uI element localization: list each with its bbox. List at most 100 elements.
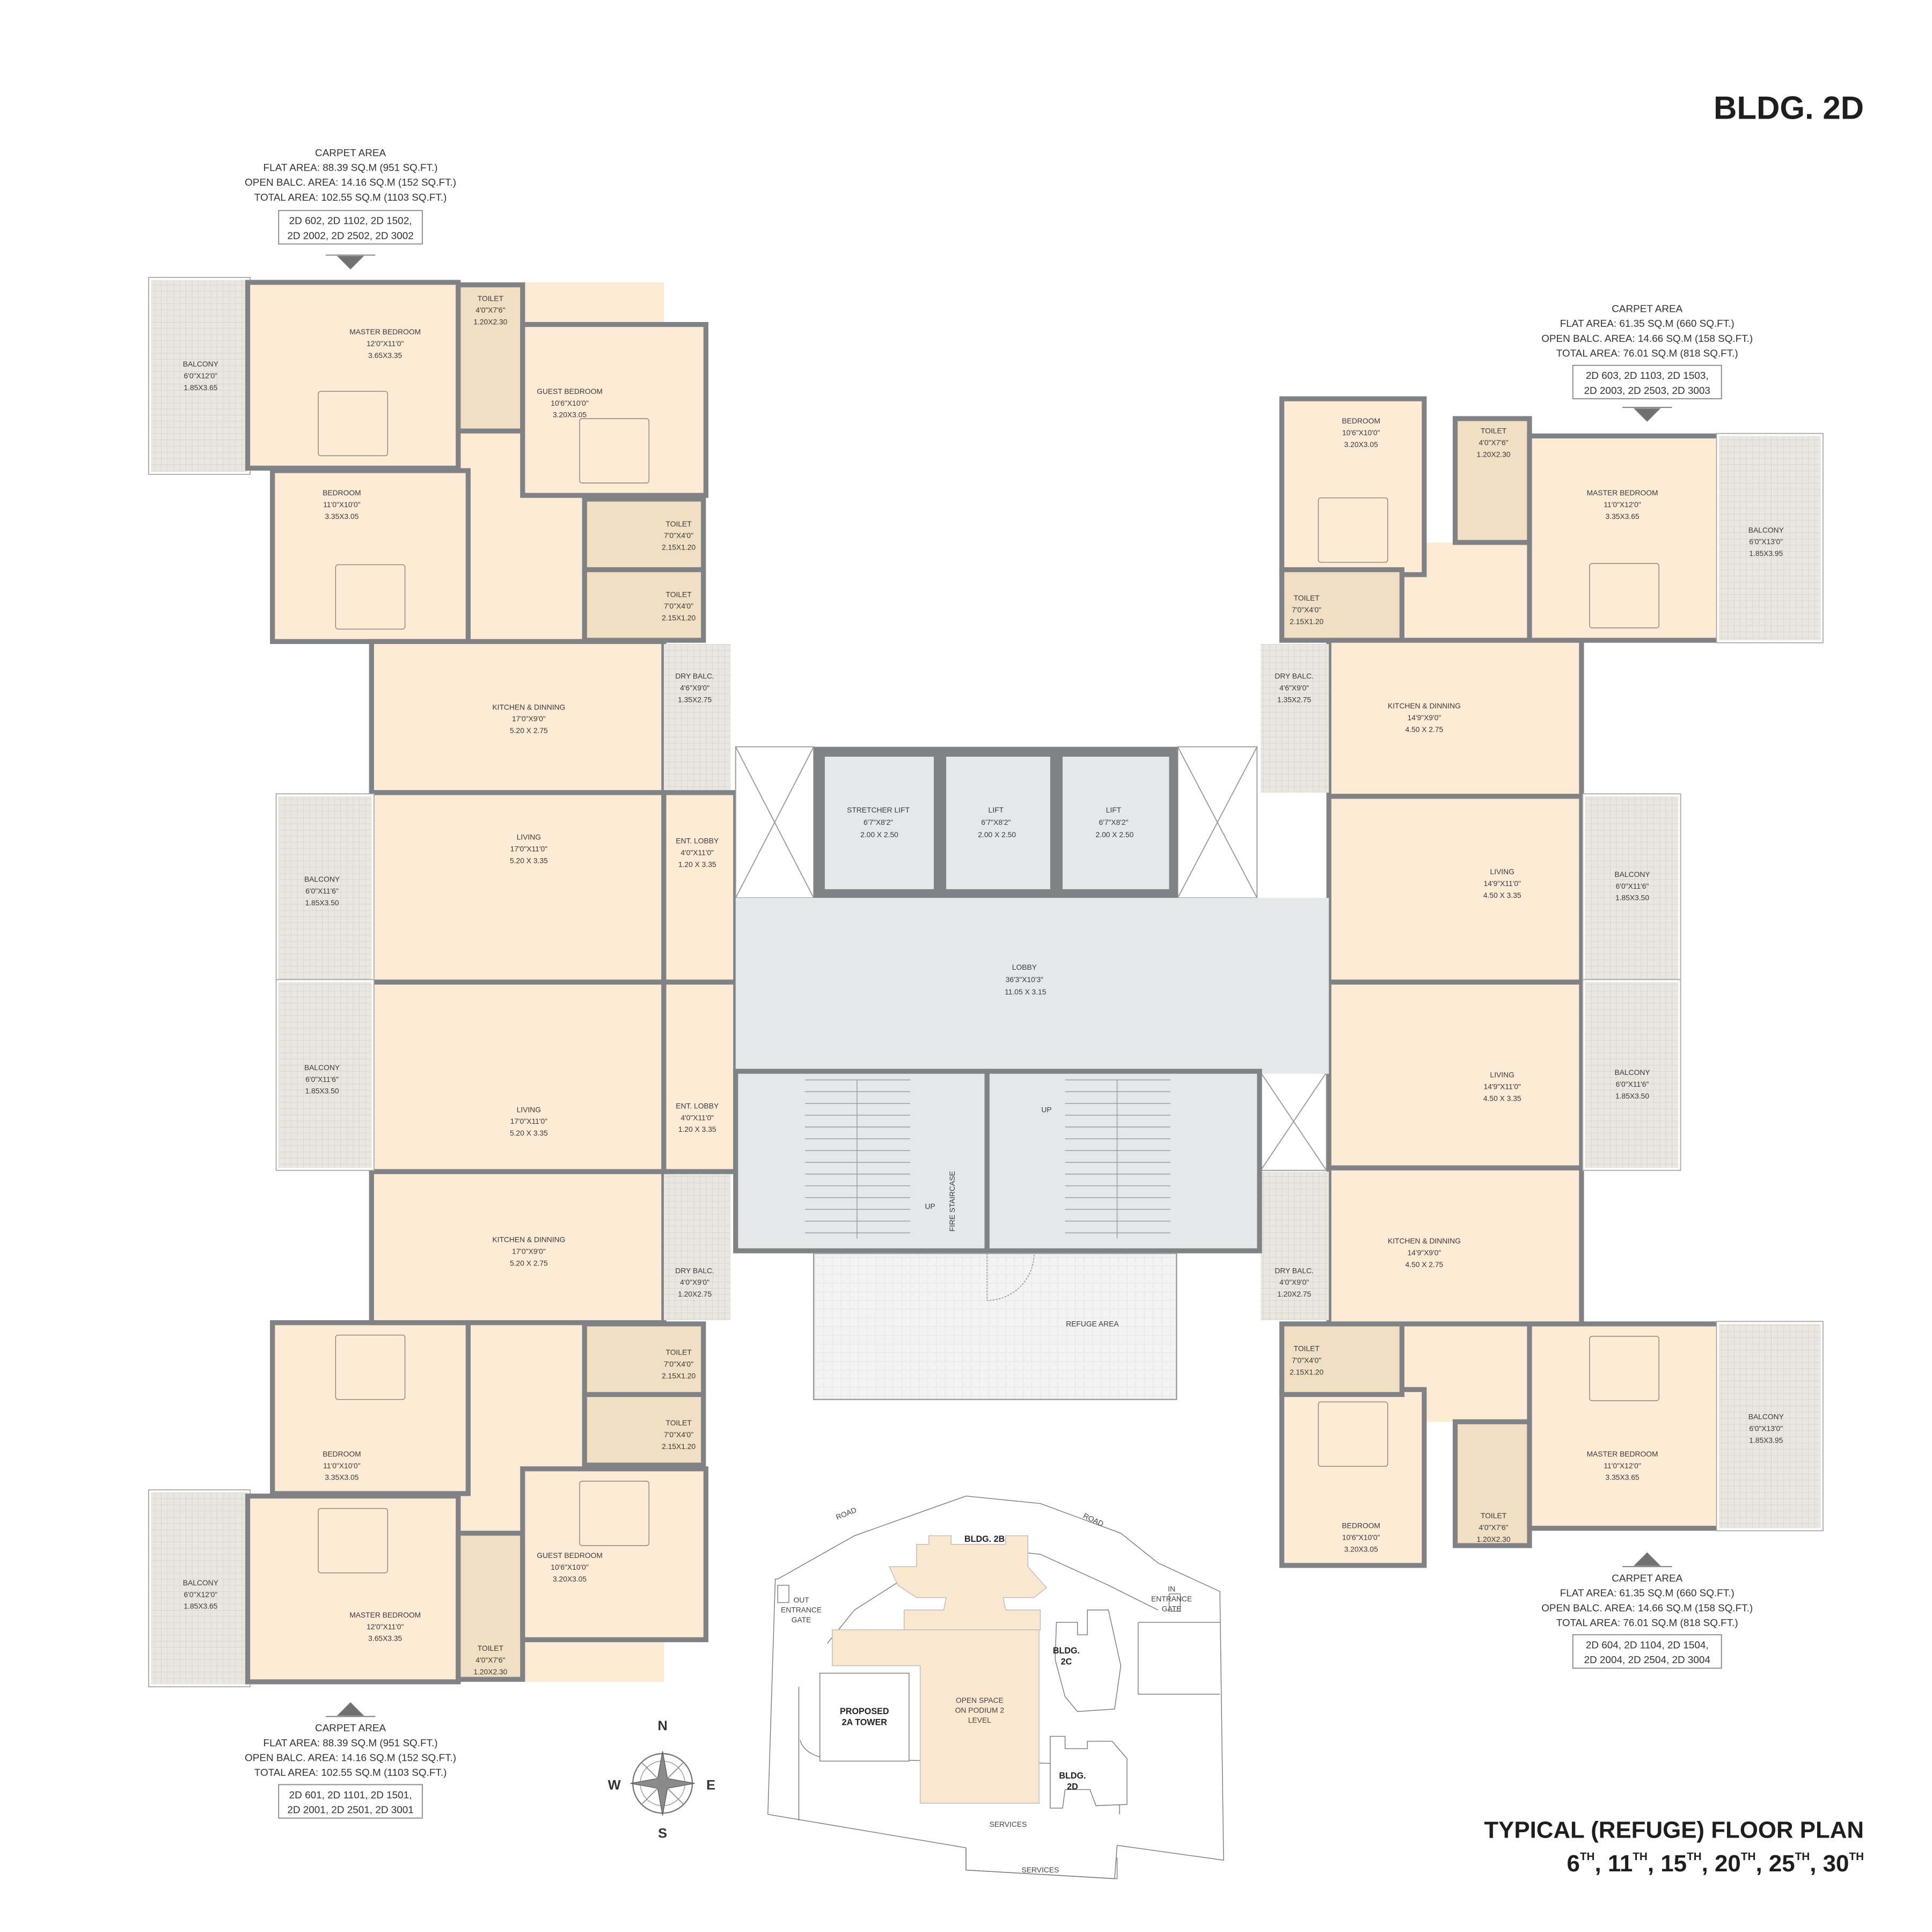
master-bedroom <box>1527 433 1722 643</box>
floor-plan-title: TYPICAL (REFUGE) FLOOR PLAN <box>1484 1817 1864 1843</box>
bldg-2c-footprint <box>1055 1609 1122 1712</box>
svg-text:2D 603, 2D 1103, 2D 1503,: 2D 603, 2D 1103, 2D 1503, <box>1586 370 1709 382</box>
compass-north: N <box>657 1718 667 1733</box>
guest-bedroom <box>520 322 708 498</box>
svg-text:CARPET AREA: CARPET AREA <box>1612 1573 1682 1584</box>
arrow-down-icon <box>325 254 376 270</box>
stretcher-lift-label: STRETCHER LIFT 6'7"X8'2" 2.00 X 2.50 <box>847 806 912 839</box>
svg-text:FLAT AREA: 61.35 SQ.M (660 SQ.: FLAT AREA: 61.35 SQ.M (660 SQ.FT.) <box>1560 1588 1735 1599</box>
svg-text:BLDG.: BLDG. <box>1053 1646 1080 1656</box>
svg-text:BLDG.: BLDG. <box>1059 1771 1086 1781</box>
flat-numbers-box <box>278 210 423 245</box>
refuge-area-label: REFUGE AREA <box>1066 1320 1119 1328</box>
compass-south: S <box>658 1826 667 1841</box>
svg-text:OPEN BALC. AREA: 14.66 SQ.M (1: OPEN BALC. AREA: 14.66 SQ.M (158 SQ.FT.) <box>1541 1602 1753 1614</box>
balcony <box>279 796 372 982</box>
svg-text:2D 602, 2D 1102, 2D 1502,: 2D 602, 2D 1102, 2D 1502, <box>289 216 412 227</box>
bed-icon <box>1589 1336 1659 1401</box>
core: STRETCHER LIFT 6'7"X8'2" 2.00 X 2.50 LIF… <box>733 746 1329 1400</box>
svg-text:CARPET AREA: CARPET AREA <box>315 1723 386 1734</box>
svg-text:2D 601, 2D 1101, 2D 1501,: 2D 601, 2D 1101, 2D 1501, <box>289 1790 412 1801</box>
room-label: DRY BALC.4'0"X9'0"1.20X2.75 <box>1275 1266 1314 1298</box>
kitchen-dining <box>1326 638 1584 799</box>
bed-icon <box>318 391 388 456</box>
toilet <box>1279 1321 1404 1397</box>
ent-lobby <box>661 979 738 1174</box>
compass-east: E <box>706 1778 715 1793</box>
living <box>1326 794 1584 985</box>
svg-text:TOTAL AREA: 102.55 SQ.M (1103: TOTAL AREA: 102.55 SQ.M (1103 SQ.FT.) <box>254 1767 447 1779</box>
dry-balcony <box>1261 1172 1329 1320</box>
svg-text:2D 2002, 2D 2502, 2D 3002: 2D 2002, 2D 2502, 2D 3002 <box>287 230 413 241</box>
ent-lobby <box>661 790 738 985</box>
arrow-up-icon <box>325 1702 376 1717</box>
lift-1 <box>946 757 1050 889</box>
svg-text:IN: IN <box>1168 1584 1175 1593</box>
svg-text:CARPET AREA: CARPET AREA <box>315 148 386 159</box>
svg-text:2A TOWER: 2A TOWER <box>842 1718 888 1728</box>
balcony <box>1719 1323 1821 1528</box>
living <box>369 979 667 1174</box>
svg-text:BLDG. 2B: BLDG. 2B <box>964 1534 1005 1544</box>
carpet-area-top-left: CARPET AREA FLAT AREA: 88.39 SQ.M (951 S… <box>245 148 456 270</box>
compass-west: W <box>608 1778 621 1793</box>
carpet-area-bottom-right: CARPET AREA FLAT AREA: 61.35 SQ.M (660 S… <box>1541 1552 1753 1669</box>
site-plan-labels: ROAD ROAD BLDG. 2B BLDG. 2C BLDG. 2D OUT… <box>781 1505 1192 1874</box>
svg-text:OPEN BALC. AREA: 14.16 SQ.M (1: OPEN BALC. AREA: 14.16 SQ.M (152 SQ.FT.) <box>245 1753 456 1764</box>
refuge-area <box>813 1253 1177 1400</box>
svg-text:2D: 2D <box>1067 1782 1078 1792</box>
key-site-plan <box>767 1495 1224 1879</box>
svg-text:GATE: GATE <box>792 1615 811 1624</box>
svg-text:OPEN BALC. AREA: 14.66 SQ.M (1: OPEN BALC. AREA: 14.66 SQ.M (158 SQ.FT.) <box>1541 333 1753 345</box>
bedroom <box>270 468 471 644</box>
arrow-down-icon <box>1622 407 1672 422</box>
apartment-unit <box>1261 979 1824 1568</box>
floor-list: 6TH, 11TH, 15TH, 20TH, 25TH, 30TH <box>1567 1850 1864 1877</box>
bedroom <box>270 1320 471 1496</box>
arrow-up-icon <box>1622 1552 1672 1568</box>
balcony <box>1585 796 1678 982</box>
master-bedroom <box>1527 1321 1722 1531</box>
bed-icon <box>335 564 406 630</box>
fire-staircase-label: FIRE STAIRCASE <box>948 1171 956 1232</box>
toilet <box>1452 1419 1532 1548</box>
bed-icon <box>335 1335 406 1400</box>
svg-text:ON PODIUM 2: ON PODIUM 2 <box>955 1706 1004 1715</box>
svg-text:TOTAL AREA: 102.55 SQ.M (1103: TOTAL AREA: 102.55 SQ.M (1103 SQ.FT.) <box>254 192 447 203</box>
site-boundary <box>767 1495 1224 1879</box>
svg-text:FLAT AREA: 61.35 SQ.M (660 SQ.: FLAT AREA: 61.35 SQ.M (660 SQ.FT.) <box>1560 318 1735 330</box>
lift-2 <box>1063 757 1169 889</box>
balcony <box>151 280 248 472</box>
room-label: DRY BALC.4'6"X9'0"1.35X2.75 <box>1275 672 1314 704</box>
carpet-area-bottom-left: CARPET AREA FLAT AREA: 88.39 SQ.M (951 S… <box>245 1702 456 1819</box>
balcony <box>151 1492 248 1685</box>
stair-up-label: UP <box>925 1202 935 1210</box>
lift-1-label: LIFT 6'7"X8'2" 2.00 X 2.50 <box>978 806 1016 839</box>
svg-text:GATE: GATE <box>1162 1604 1182 1613</box>
svg-text:2D 2004, 2D 2504, 2D 3004: 2D 2004, 2D 2504, 2D 3004 <box>1584 1655 1710 1666</box>
carpet-area-top-right: CARPET AREA FLAT AREA: 61.35 SQ.M (660 S… <box>1541 304 1753 422</box>
